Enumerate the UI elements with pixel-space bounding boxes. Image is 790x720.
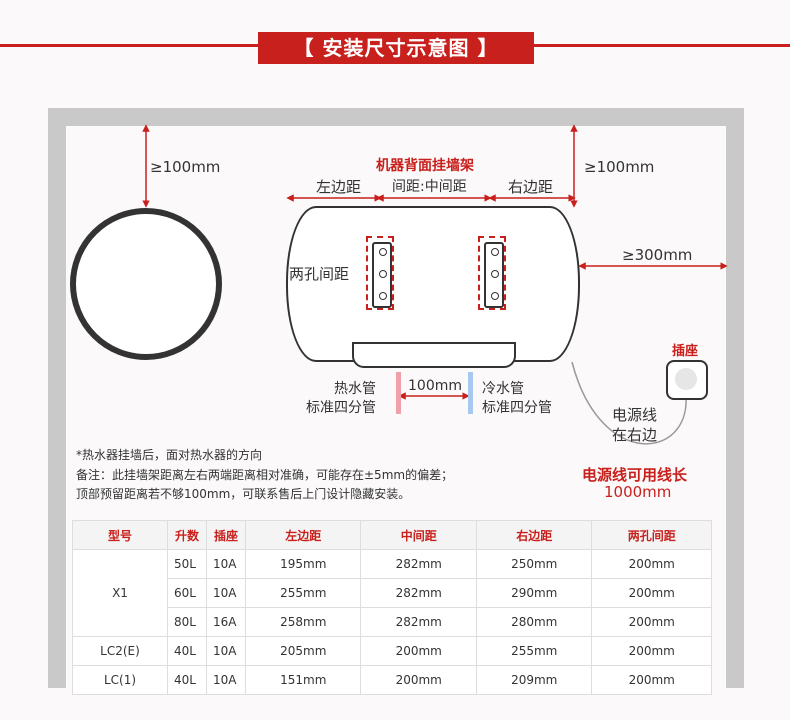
table-row: LC2(E) 40L 10A 205mm 200mm 255mm 200mm [72, 636, 712, 666]
cable-length-value: 1000mm [604, 483, 672, 501]
table-row: 60L 10A 255mm 282mm 290mm 200mm [73, 578, 712, 608]
cell-left-edge: 205mm [244, 636, 362, 666]
socket-label: 插座 [672, 344, 699, 359]
bracket-hole [379, 248, 387, 256]
cell-socket: 10A [206, 578, 246, 608]
bracket-hole [491, 270, 499, 278]
cell-left-edge: 255mm [244, 578, 362, 608]
bracket-left [366, 236, 394, 310]
cell-volume: 40L [167, 665, 207, 695]
power-cable [571, 361, 687, 445]
left-edge-label: 左边距 [316, 178, 362, 196]
bracket-hole [491, 292, 499, 300]
page-title: 【 安装尺寸示意图 】 [258, 32, 534, 64]
cable-length-title: 电源线可用线长 [582, 466, 688, 484]
top-right-clearance: ≥100mm [584, 158, 655, 176]
table-row: X1 50L 10A 195mm 282mm 250mm 200mm [72, 549, 712, 637]
cell-middle: 200mm [360, 636, 477, 666]
cell-volume: 80L [167, 607, 207, 637]
bracket-plate [372, 242, 392, 308]
bracket-hole [379, 292, 387, 300]
bracket-right [478, 236, 506, 310]
cell-right-edge: 250mm [475, 549, 593, 579]
cell-socket: 10A [206, 636, 246, 666]
cell-volume: 40L [167, 636, 207, 666]
cell-socket: 10A [206, 665, 246, 695]
bracket-title: 机器背面挂墙架 [376, 158, 474, 174]
cable-position: 在右边 [612, 426, 658, 444]
cable-label: 电源线 [612, 406, 658, 424]
header-hole-gap: 两孔间距 [591, 520, 712, 550]
header-right-edge: 右边距 [475, 520, 593, 550]
hole-gap-label: 两孔间距 [289, 265, 350, 283]
cell-hole-gap: 200mm [591, 607, 712, 637]
right-edge-label: 右边距 [508, 178, 554, 196]
cell-middle: 282mm [360, 578, 477, 608]
note-line: 顶部预留距离若不够100mm，可联系售后上门设计隐藏安装。 [76, 487, 411, 501]
cell-hole-gap: 200mm [591, 578, 712, 608]
heater-body [286, 206, 580, 362]
cell-right-edge: 290mm [475, 578, 593, 608]
socket-icon [675, 368, 697, 390]
hot-pipe-spec: 标准四分管 [306, 400, 376, 416]
bracket-hole [379, 270, 387, 278]
header-model: 型号 [72, 520, 168, 550]
pipe-gap-label: 100mm [408, 378, 462, 394]
cell-middle: 282mm [360, 607, 477, 637]
table-row: 80L 16A 258mm 282mm 280mm 200mm [73, 607, 712, 637]
note-line: 备注：此挂墙架距离左右两端距离相对准确，可能存在±5mm的偏差； [76, 468, 454, 482]
top-left-clearance: ≥100mm [150, 158, 221, 176]
table-header-row: 型号 升数 插座 左边距 中间距 右边距 两孔间距 [72, 520, 712, 550]
cell-socket: 10A [206, 549, 246, 579]
spec-table: 型号 升数 插座 左边距 中间距 右边距 两孔间距 X1 50L 10A 195… [72, 520, 712, 695]
cell-right-edge: 209mm [475, 665, 593, 695]
bracket-subtitle: 间距:中间距 [392, 179, 467, 195]
bracket-hole [491, 248, 499, 256]
heater-base [352, 342, 516, 368]
cell-model: X1 [72, 549, 168, 637]
cell-middle: 200mm [360, 665, 477, 695]
cell-volume: 60L [167, 578, 207, 608]
bracket-plate [484, 242, 504, 308]
cell-hole-gap: 200mm [591, 636, 712, 666]
cell-hole-gap: 200mm [591, 549, 712, 579]
table-row: LC(1) 40L 10A 151mm 200mm 209mm 200mm [72, 665, 712, 695]
cell-hole-gap: 200mm [591, 665, 712, 695]
header-middle: 中间距 [360, 520, 477, 550]
cell-middle: 282mm [360, 549, 477, 579]
cold-pipe-spec: 标准四分管 [482, 400, 552, 416]
cell-left-edge: 195mm [244, 549, 362, 579]
cell-left-edge: 151mm [244, 665, 362, 695]
header-socket: 插座 [206, 520, 246, 550]
cell-model: LC(1) [72, 665, 168, 695]
cell-volume: 50L [167, 549, 207, 579]
cell-model: LC2(E) [72, 636, 168, 666]
cell-right-edge: 280mm [475, 607, 593, 637]
heater-side-view [70, 208, 222, 360]
header-volume: 升数 [167, 520, 207, 550]
note-line: *热水器挂墙后，面对热水器的方向 [76, 448, 263, 462]
right-clearance: ≥300mm [622, 246, 693, 264]
cell-left-edge: 258mm [244, 607, 362, 637]
socket [666, 360, 708, 400]
hot-pipe-label: 热水管 [334, 381, 376, 397]
cell-right-edge: 255mm [475, 636, 593, 666]
hot-pipe [396, 372, 401, 414]
cold-pipe-label: 冷水管 [482, 381, 524, 397]
cold-pipe [468, 372, 473, 414]
cell-socket: 16A [206, 607, 246, 637]
header-left-edge: 左边距 [244, 520, 362, 550]
